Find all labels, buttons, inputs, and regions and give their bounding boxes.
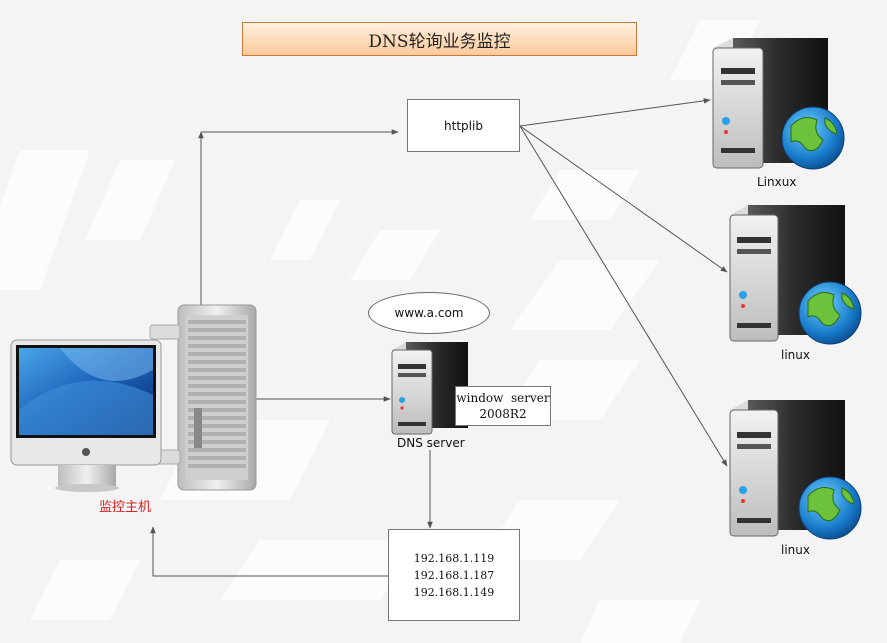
monitor-host-icon xyxy=(10,304,257,492)
dns-query-label: www.a.com xyxy=(394,306,464,320)
connectors xyxy=(150,98,728,577)
background-stripes xyxy=(0,20,760,643)
server-label-3: linux xyxy=(781,543,810,557)
server-label-2: linux xyxy=(781,348,810,362)
ip-list-item: 192.168.1.187 xyxy=(413,568,495,582)
dns-server-icon xyxy=(391,342,468,435)
server-label-1: Linxux xyxy=(757,175,797,189)
dns-os-box: window server 2008R2 xyxy=(455,386,551,426)
arrow-httplib-server2 xyxy=(519,125,728,273)
ip-list-item: 192.168.1.119 xyxy=(413,551,495,565)
dns-server-label: DNS server xyxy=(397,436,465,450)
monitor-host-label: 监控主机 xyxy=(99,500,152,515)
linux-server-2-icon xyxy=(729,205,862,345)
dns-os-line1: window server xyxy=(456,391,550,405)
ip-list-item: 192.168.1.149 xyxy=(413,585,495,599)
linux-server-1-icon xyxy=(712,38,845,170)
arrow-httplib-server3 xyxy=(519,125,728,467)
diagram-title: DNS轮询业务监控 xyxy=(242,22,637,56)
dns-query-ellipse: www.a.com xyxy=(368,292,490,334)
ip-list-box: 192.168.1.119 192.168.1.187 192.168.1.14… xyxy=(388,529,520,621)
linux-server-3-icon xyxy=(729,400,862,540)
httplib-box: httplib xyxy=(407,99,520,152)
arrow-httplib-server1 xyxy=(519,98,711,127)
arrow-iplist-monitor xyxy=(150,526,388,577)
httplib-label: httplib xyxy=(444,118,483,133)
dns-os-line2: 2008R2 xyxy=(479,407,527,421)
